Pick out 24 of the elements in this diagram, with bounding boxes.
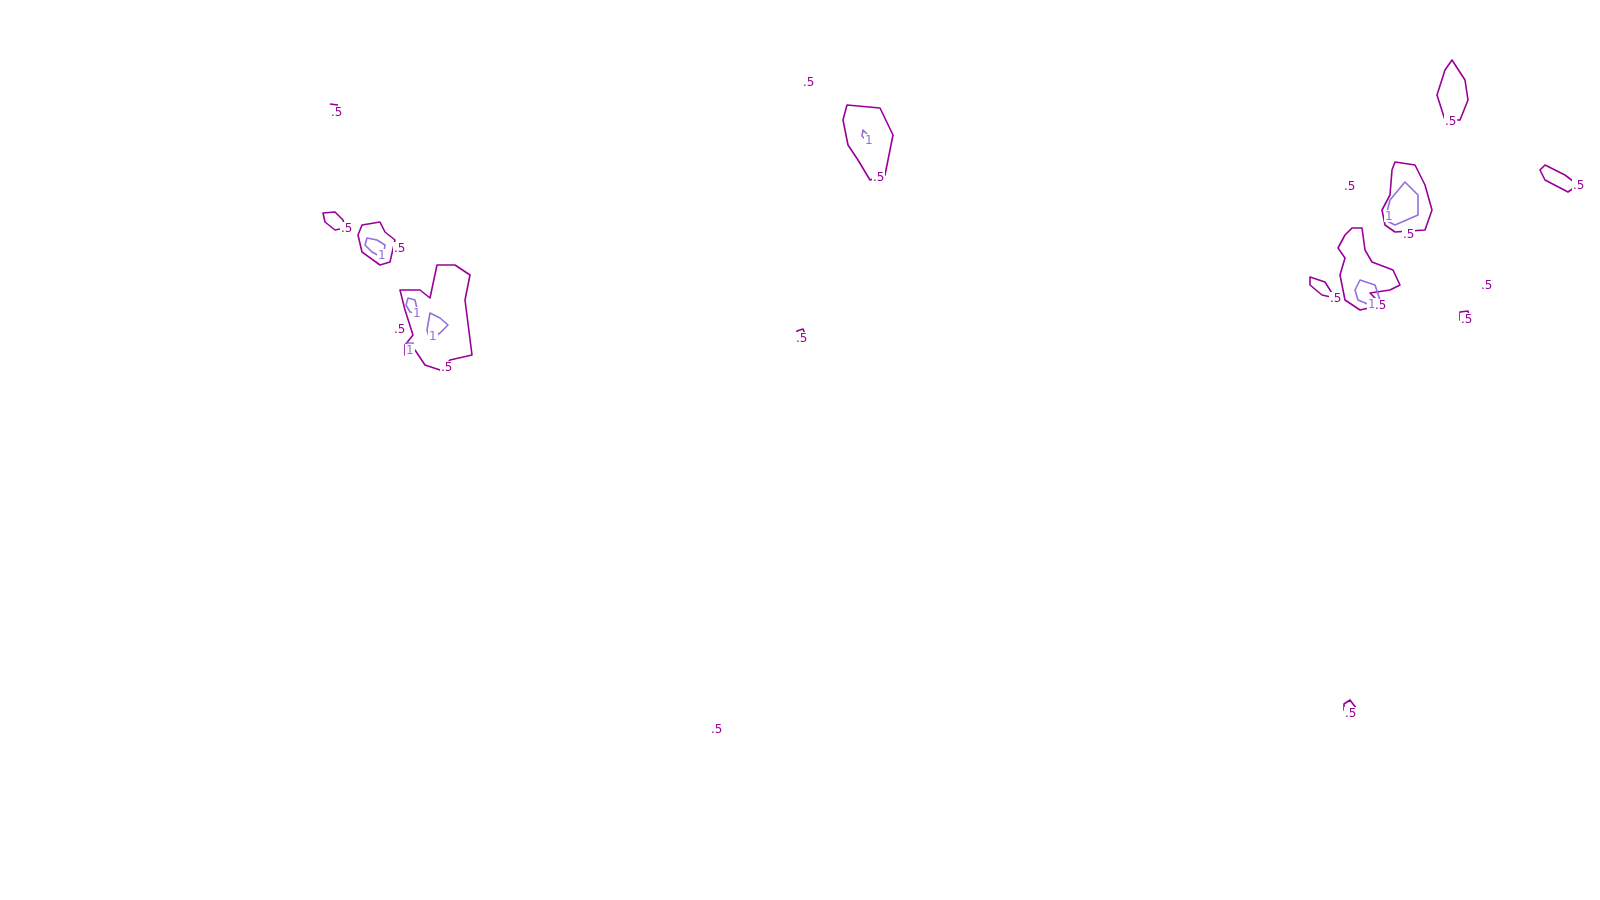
contour-label: 1 — [412, 307, 422, 319]
contour-label: .5 — [1329, 292, 1343, 304]
contour-label: .5 — [1344, 707, 1358, 719]
contour-label: .5 — [795, 332, 809, 344]
contour-label: 1 — [405, 344, 415, 356]
contour-label: .5 — [1402, 228, 1416, 240]
contour-label: .5 — [1444, 115, 1458, 127]
contour-label: 1 — [428, 330, 438, 342]
contour-label: .5 — [710, 723, 724, 735]
contour-label: .5 — [340, 222, 354, 234]
contour-label: .5 — [1343, 180, 1357, 192]
contour-label: 1 — [864, 134, 874, 146]
contour-label: .5 — [393, 323, 407, 335]
contour-label: 1 — [377, 249, 387, 261]
contour-label: .5 — [330, 106, 344, 118]
contour-label: .5 — [1460, 313, 1474, 325]
contour-label: .5 — [802, 76, 816, 88]
contour-label: 1 — [1384, 210, 1394, 222]
contour-label: .5 — [872, 171, 886, 183]
contour-label: .5 — [1480, 279, 1494, 291]
contour-label: .5 — [440, 361, 454, 373]
contour-label: .5 — [1374, 299, 1388, 311]
contour-label: .5 — [1572, 179, 1586, 191]
contour-label: .5 — [393, 242, 407, 254]
